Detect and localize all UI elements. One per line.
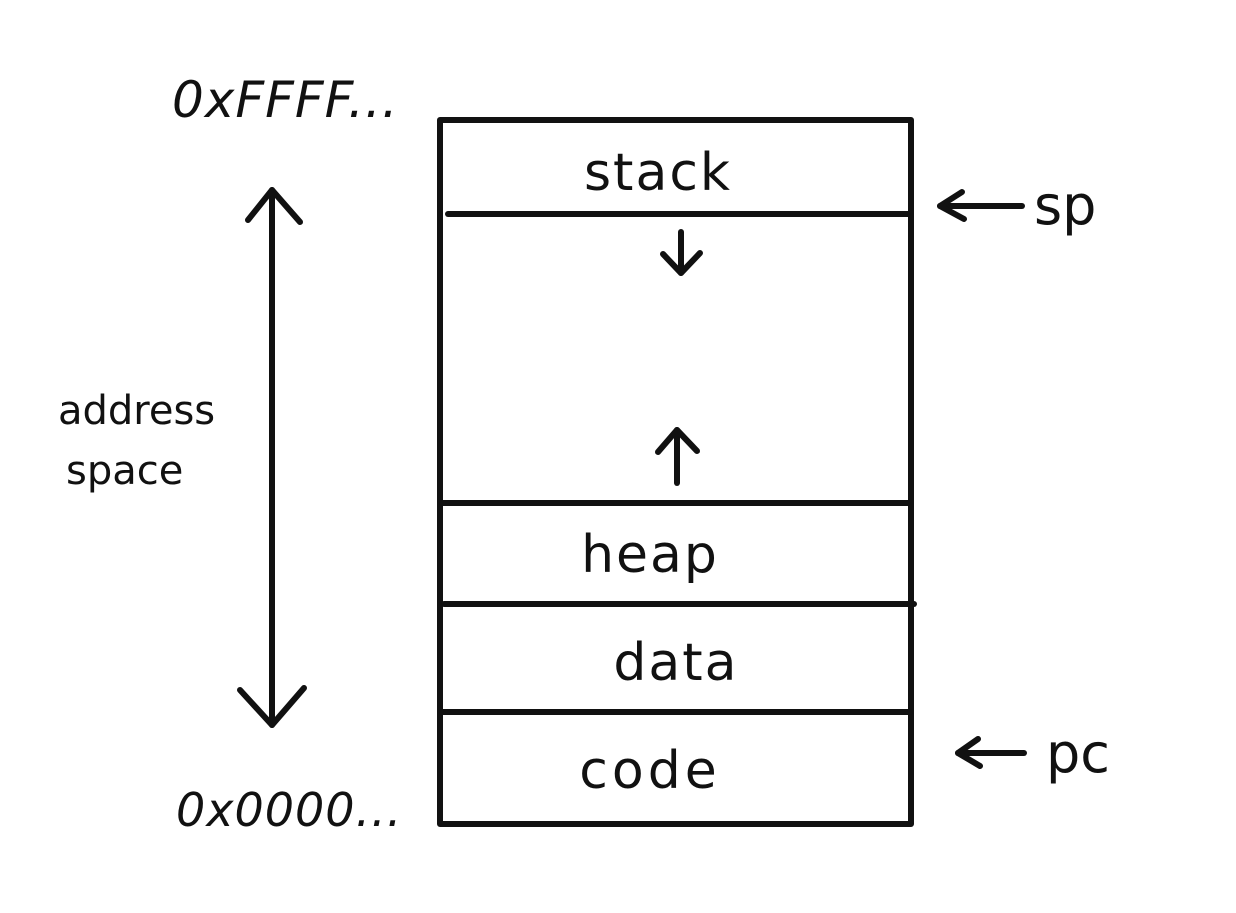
segment-label-code: code bbox=[579, 741, 720, 801]
address-space-label-line2: space bbox=[66, 448, 183, 494]
segment-label-heap: heap bbox=[581, 525, 719, 585]
stack-pointer-label: sp bbox=[1034, 174, 1096, 237]
stack-growth-down-arrow bbox=[660, 229, 703, 276]
segment-label-data: data bbox=[613, 633, 738, 693]
program-counter-arrow bbox=[955, 736, 1027, 769]
segment-label-stack: stack bbox=[584, 143, 732, 203]
top-address-label: 0xFFFF... bbox=[172, 71, 399, 129]
address-space-label-line1: address bbox=[58, 388, 215, 434]
heap-growth-up-arrow bbox=[655, 427, 700, 486]
program-counter-label: pc bbox=[1046, 722, 1110, 785]
bottom-address-label: 0x0000... bbox=[176, 783, 402, 837]
memory-box bbox=[437, 117, 914, 827]
stack-pointer-arrow bbox=[937, 189, 1025, 222]
address-space-double-arrow bbox=[237, 187, 307, 728]
